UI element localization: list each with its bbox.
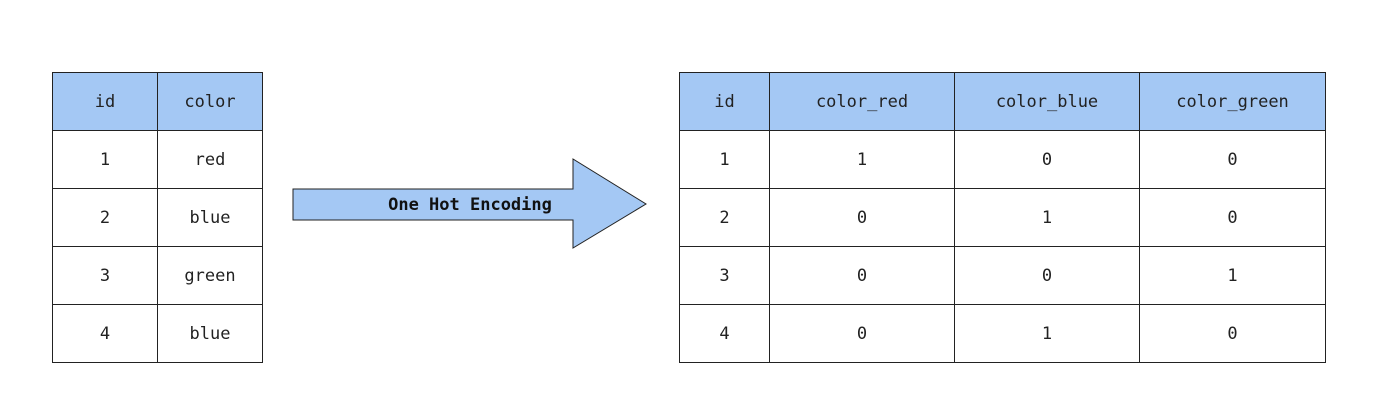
output-cell-color-green: 1 [1139,246,1326,305]
input-table: id color 1 red 2 blue 3 green 4 blue [52,72,263,363]
input-header-id: id [52,72,158,131]
output-cell-id: 2 [679,188,770,247]
output-table: id color_red color_blue color_green 1 1 … [679,72,1326,363]
input-cell-color: green [157,246,263,305]
output-header-row: id color_red color_blue color_green [679,72,1326,131]
output-cell-color-red: 0 [769,304,955,363]
input-header-row: id color [52,72,263,131]
input-row: 1 red [52,130,263,189]
output-header-color-blue: color_blue [954,72,1140,131]
output-row: 1 1 0 0 [679,130,1326,189]
output-cell-color-green: 0 [1139,304,1326,363]
output-cell-color-blue: 1 [954,304,1140,363]
input-row: 2 blue [52,188,263,247]
output-cell-color-red: 0 [769,246,955,305]
output-cell-color-blue: 0 [954,130,1140,189]
output-cell-id: 1 [679,130,770,189]
input-header-color: color [157,72,263,131]
input-cell-id: 3 [52,246,158,305]
input-cell-id: 4 [52,304,158,363]
output-cell-color-green: 0 [1139,130,1326,189]
output-row: 3 0 0 1 [679,246,1326,305]
output-row: 4 0 1 0 [679,304,1326,363]
output-cell-color-blue: 0 [954,246,1140,305]
input-row: 4 blue [52,304,263,363]
output-row: 2 0 1 0 [679,188,1326,247]
output-cell-id: 4 [679,304,770,363]
output-cell-color-red: 0 [769,188,955,247]
output-cell-color-red: 1 [769,130,955,189]
input-cell-color: blue [157,188,263,247]
output-header-id: id [679,72,770,131]
input-cell-color: blue [157,304,263,363]
input-cell-id: 1 [52,130,158,189]
input-cell-id: 2 [52,188,158,247]
output-header-color-green: color_green [1139,72,1326,131]
output-header-color-red: color_red [769,72,955,131]
output-cell-color-blue: 1 [954,188,1140,247]
input-row: 3 green [52,246,263,305]
arrow-label: One Hot Encoding [388,195,552,215]
transform-arrow: One Hot Encoding [292,158,647,249]
output-cell-id: 3 [679,246,770,305]
arrow-shape [292,158,647,249]
output-cell-color-green: 0 [1139,188,1326,247]
input-cell-color: red [157,130,263,189]
